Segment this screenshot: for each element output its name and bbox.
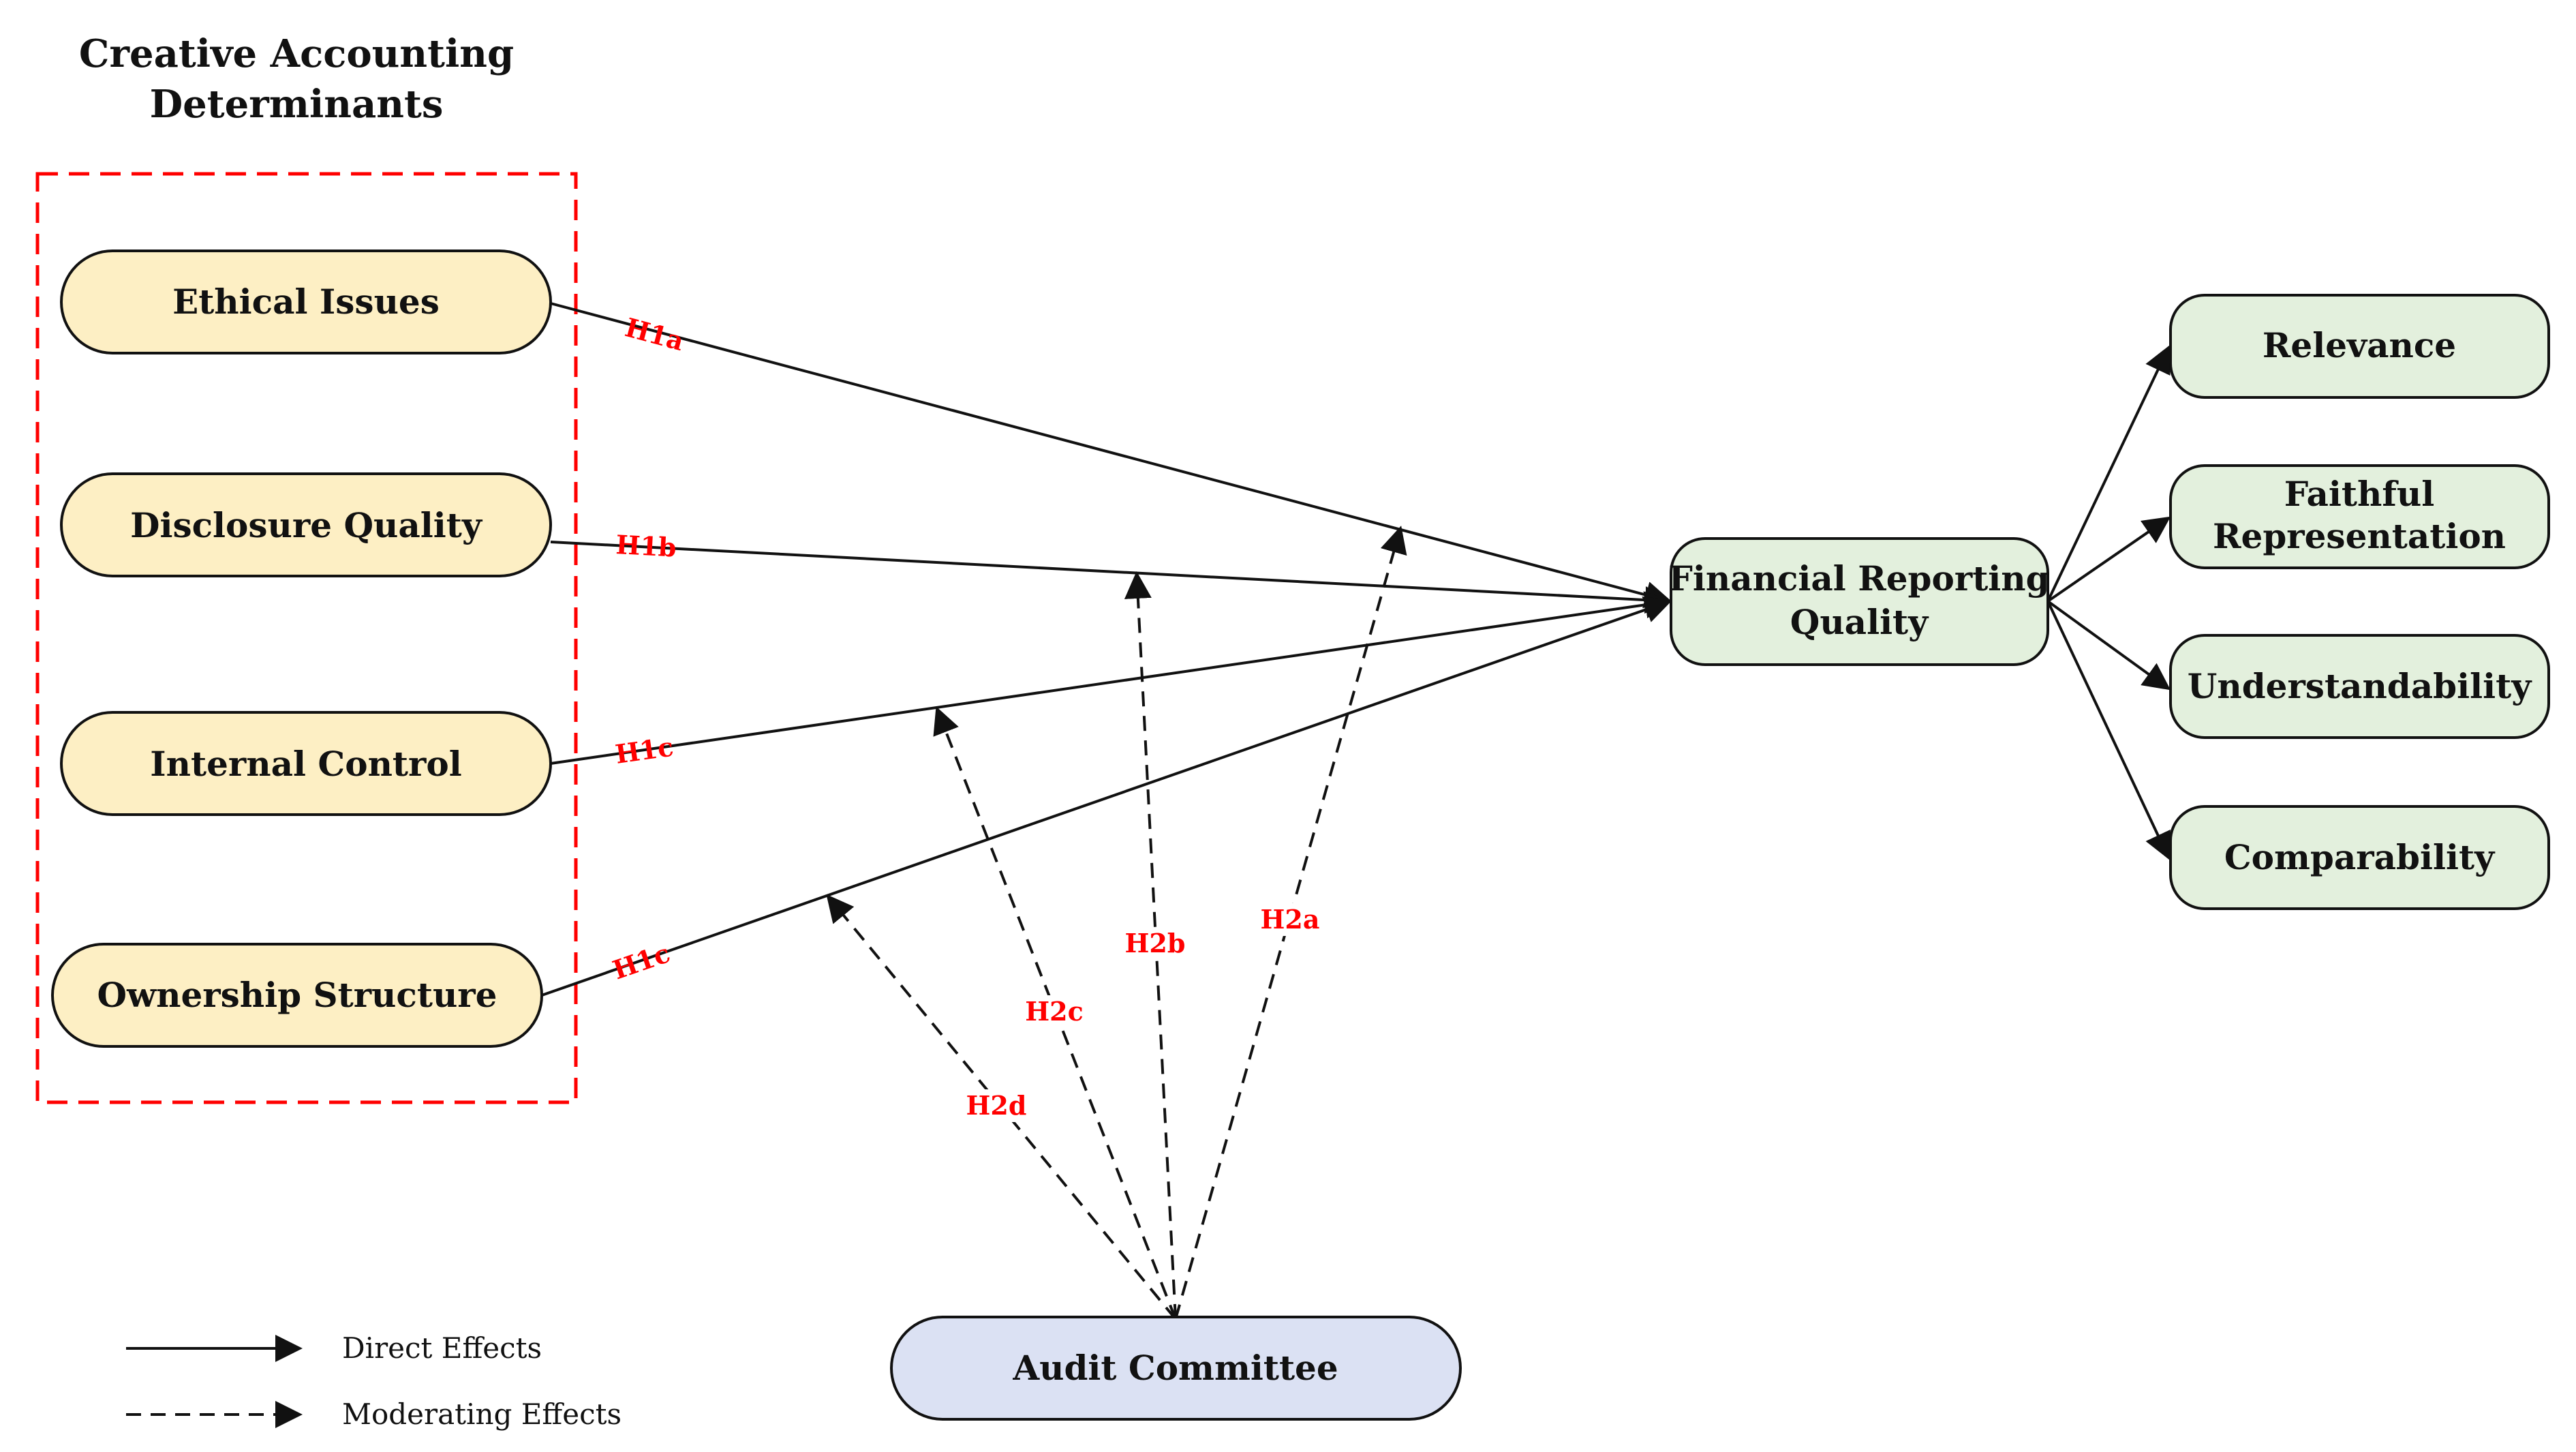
moderator-label: Audit Committee (1012, 1348, 1338, 1388)
moderating-line-h2a (1174, 526, 1407, 1320)
hypothesis-label-h2b: H2b (1125, 928, 1186, 958)
dimension-box (2169, 805, 2550, 910)
outcome-box (1670, 537, 2049, 666)
outcome-label-line2: Quality (1790, 602, 1929, 642)
direct-line-internal (550, 591, 1672, 765)
determinant-label: Disclosure Quality (130, 505, 483, 545)
dimension-faithful-representation: Faithful Representation (2169, 464, 2550, 569)
hypothesis-label-h1c-ownership: H1c (609, 937, 673, 985)
dimension-box (2169, 464, 2550, 569)
moderator-box (890, 1316, 1462, 1421)
determinant-box (60, 472, 552, 577)
determinant-internal-control: Internal Control (60, 711, 552, 816)
h2a-label-bg (1259, 903, 1321, 936)
determinant-ethical-issues: Ethical Issues (60, 249, 552, 354)
legend-moderating-label: Moderating Effects (342, 1397, 622, 1431)
dimension-label: Understandability (2188, 666, 2532, 706)
group-title-line2: Determinants (150, 82, 444, 127)
h2c-label-bg (1024, 995, 1085, 1028)
direct-line-ethical (550, 302, 1672, 609)
determinant-box (60, 711, 552, 816)
outcome-financial-reporting-quality: Financial Reporting Quality (1668, 537, 2050, 666)
link-relevance (2046, 345, 2171, 602)
direct-effects (541, 302, 1672, 997)
hypothesis-label-h2c: H2c (1025, 996, 1083, 1027)
group-title-line1: Creative Accounting (79, 31, 514, 76)
determinant-label: Internal Control (150, 744, 461, 784)
dimension-box (2169, 294, 2550, 399)
dimension-understandability: Understandability (2169, 634, 2550, 739)
legend-direct-label: Direct Effects (342, 1331, 542, 1365)
moderator-audit-committee: Audit Committee (890, 1316, 1462, 1421)
dimension-label-line1: Faithful (2284, 474, 2434, 514)
h2d-label-bg (966, 1089, 1027, 1122)
determinant-box (51, 943, 543, 1048)
hypothesis-label-h1b: H1b (615, 529, 677, 563)
determinant-label: Ownership Structure (97, 975, 497, 1015)
link-comparability (2046, 601, 2171, 860)
h2b-label-bg (1124, 927, 1186, 960)
hypothesis-label-h1c-internal: H1c (613, 731, 675, 769)
dimension-label: Relevance (2263, 325, 2456, 365)
hypothesis-label-h2d: H2d (966, 1090, 1027, 1121)
dimension-links (2046, 345, 2171, 860)
determinant-box (60, 249, 552, 354)
hypothesis-label-h1a: H1a (622, 312, 688, 357)
direct-line-disclosure (550, 541, 1672, 614)
link-understandability (2046, 600, 2171, 691)
hypothesis-label-h2a: H2a (1261, 904, 1320, 935)
dimension-relevance: Relevance (2169, 294, 2550, 399)
direct-line-ownership (541, 596, 1672, 997)
outcome-label-line1: Financial Reporting (1668, 558, 2049, 599)
determinant-disclosure-quality: Disclosure Quality (60, 472, 552, 577)
determinants-group-border (35, 172, 578, 1104)
determinant-label: Ethical Issues (172, 282, 440, 322)
legend: Direct Effects Moderating Effects (126, 1331, 622, 1431)
dimension-label: Comparability (2224, 837, 2496, 877)
dimension-label-line2: Representation (2213, 516, 2506, 556)
determinant-ownership-structure: Ownership Structure (51, 943, 543, 1048)
dimension-comparability: Comparability (2169, 805, 2550, 910)
dimension-box (2169, 634, 2550, 739)
link-faithful (2046, 516, 2171, 603)
